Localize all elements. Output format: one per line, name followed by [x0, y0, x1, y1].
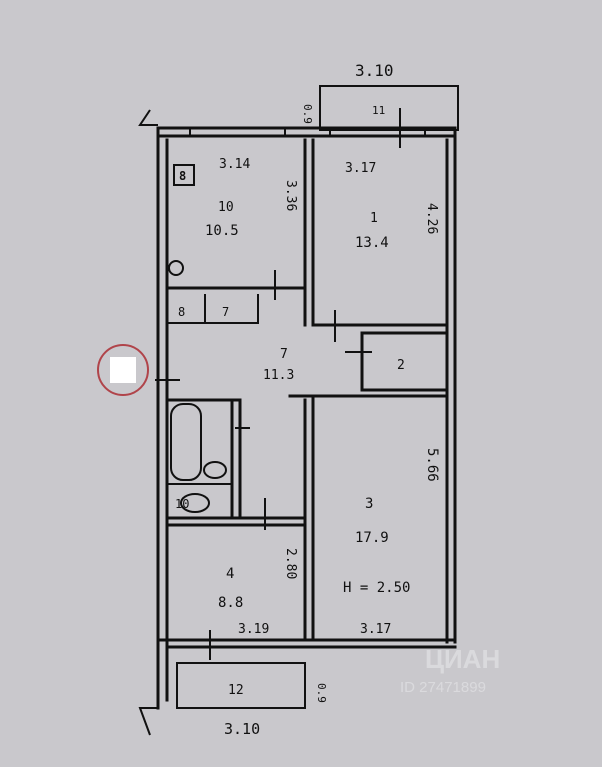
wall-end-mark-top: [138, 109, 158, 126]
stove-icon: [173, 164, 195, 186]
room-area-3: 17.9: [355, 530, 389, 546]
toilet-icon: [180, 493, 210, 513]
room-number-wc: 10: [175, 497, 189, 511]
room1-height-label: 4.26: [424, 203, 439, 234]
room-area-4: 8.8: [218, 595, 243, 611]
top-balcony-side-label: 0.9: [301, 104, 314, 124]
room-number-1: 1: [370, 211, 378, 226]
kitchen-sink-icon: [168, 260, 184, 276]
bathtub-icon: [170, 403, 202, 481]
room1-width-label: 3.17: [345, 161, 376, 176]
location-marker-ring: [97, 344, 149, 396]
bottom-balcony-width-label: 3.10: [224, 720, 260, 738]
watermark-id: ID 27471899: [400, 679, 486, 696]
top-balcony-width-label: 3.10: [355, 61, 394, 80]
room3-width-label: 3.17: [360, 622, 391, 637]
sink-icon: [203, 461, 227, 479]
watermark-brand: ЦИАН: [425, 644, 500, 674]
room4-width-label: 3.19: [238, 622, 269, 637]
room-number-kitchen: 10: [218, 200, 234, 215]
room-number-4: 4: [226, 566, 234, 582]
stove-symbol-label: 8: [179, 169, 186, 183]
bottom-balcony-side-label: 0.9: [315, 683, 328, 703]
location-marker-icon: [110, 357, 136, 383]
balcony-bottom-outline: [176, 662, 306, 709]
room-number-balcony-bottom: 12: [228, 683, 244, 698]
balcony-top-outline: [319, 85, 459, 131]
room-number-pantry: 8: [178, 305, 185, 319]
fixtures: [155, 85, 459, 709]
room-area-kitchen: 10.5: [205, 223, 239, 239]
room4-height-label: 2.80: [283, 548, 298, 579]
ceiling-height-note: H = 2.50: [343, 580, 410, 596]
room-number-balcony-top: 11: [372, 104, 385, 117]
room3-height-label: 5.66: [424, 448, 440, 482]
room-area-hall: 11.3: [263, 368, 294, 383]
wall-end-mark-bottom: [138, 707, 158, 736]
kitchen-width-label: 3.14: [219, 157, 250, 172]
kitchen-height-label: 3.36: [283, 180, 298, 211]
room-area-1: 13.4: [355, 235, 389, 251]
room-number-corridor: 7: [222, 305, 229, 319]
room-number-closet: 2: [397, 358, 405, 373]
room-number-hall: 7: [280, 347, 288, 362]
room-number-3: 3: [365, 496, 373, 512]
walls: [156, 126, 457, 710]
